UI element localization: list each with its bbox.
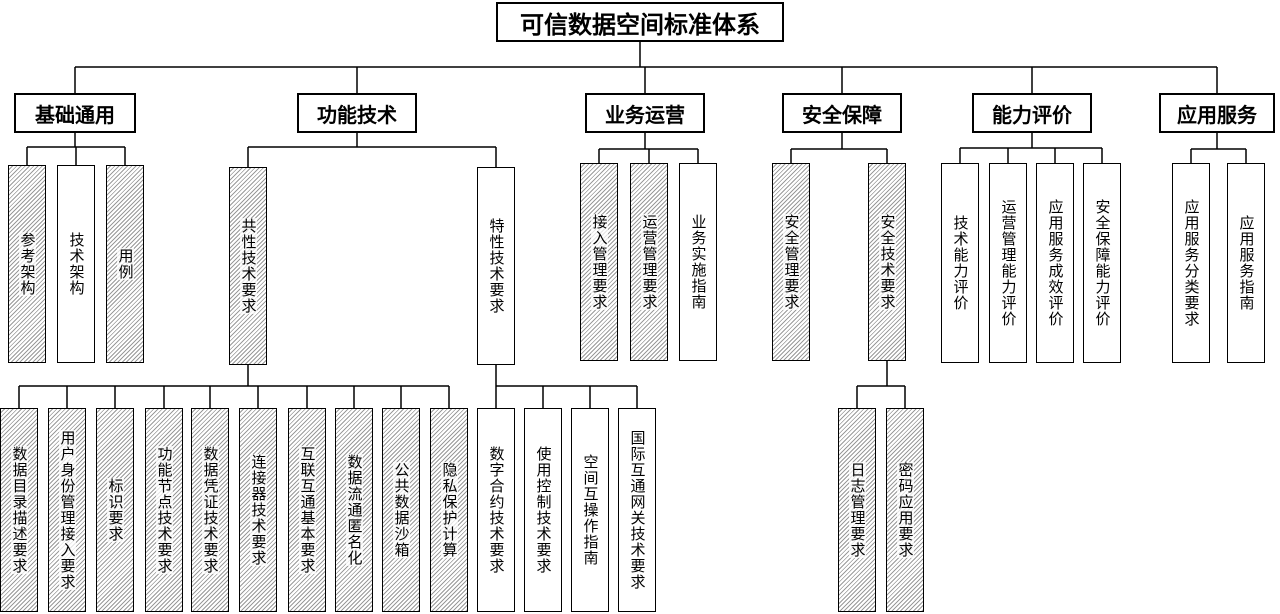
category-2: 业务运营 (585, 93, 705, 133)
standard-4-3-label: 安全保障能力评价 (1093, 199, 1112, 327)
standard-2-2-label: 业务实施指南 (689, 214, 708, 310)
standard-0-1: 技术架构 (57, 165, 95, 363)
category-4-label: 能力评价 (992, 102, 1072, 127)
standard-1-0-label: 共性技术要求 (239, 218, 258, 314)
standard-1-0-0-label: 数据目录描述要求 (10, 446, 29, 574)
standard-0-2-label: 用例 (116, 248, 135, 280)
standard-4-2-label: 应用服务成效评价 (1046, 199, 1065, 327)
standard-2-1: 运营管理要求 (630, 163, 668, 361)
standard-1-1-1: 使用控制技术要求 (524, 408, 562, 612)
standard-1-0-3-label: 功能节点技术要求 (155, 446, 174, 574)
category-4: 能力评价 (972, 93, 1092, 133)
standard-1-0-9: 隐私保护计算 (430, 408, 468, 612)
standard-1-1-1-label: 使用控制技术要求 (534, 446, 553, 574)
standard-1-0: 共性技术要求 (229, 167, 267, 365)
standard-3-1-1: 密码应用要求 (886, 408, 924, 612)
standard-5-1-label: 应用服务指南 (1237, 215, 1256, 311)
standard-1-0-6-label: 互联互通基本要求 (298, 446, 317, 574)
standard-1-0-5-label: 连接器技术要求 (249, 454, 268, 566)
standard-1-0-1: 用户身份管理接入要求 (48, 408, 86, 612)
standard-0-0-label: 参考架构 (18, 232, 37, 296)
category-0-label: 基础通用 (35, 102, 115, 127)
standard-1-0-2-label: 标识要求 (106, 478, 125, 542)
standard-0-1-label: 技术架构 (67, 232, 86, 296)
standard-1-0-4: 数据凭证技术要求 (191, 408, 229, 612)
standard-0-2: 用例 (106, 165, 144, 363)
category-1: 功能技术 (297, 93, 417, 133)
standard-2-0-label: 接入管理要求 (590, 214, 609, 310)
standard-1-1-3-label: 国际互通网关技术要求 (628, 430, 647, 590)
standard-1-1-2-label: 空间互操作指南 (581, 454, 600, 566)
category-5: 应用服务 (1159, 93, 1275, 133)
standard-4-0: 技术能力评价 (941, 163, 979, 363)
standard-3-1: 安全技术要求 (868, 163, 906, 361)
standard-3-0-label: 安全管理要求 (782, 214, 801, 310)
standard-1-0-2: 标识要求 (96, 408, 134, 612)
standard-1-1-2: 空间互操作指南 (571, 408, 609, 612)
standard-5-0-label: 应用服务分类要求 (1182, 199, 1201, 327)
standard-1-0-5: 连接器技术要求 (239, 408, 277, 612)
standard-4-3: 安全保障能力评价 (1083, 163, 1121, 363)
standard-1-1-0: 数字合约技术要求 (477, 408, 515, 612)
root-node: 可信数据空间标准体系 (496, 2, 784, 42)
standard-1-1-3: 国际互通网关技术要求 (618, 408, 656, 612)
standard-1-1-label: 特性技术要求 (487, 218, 506, 314)
standard-0-0: 参考架构 (8, 165, 46, 363)
standard-4-1-label: 运营管理能力评价 (999, 199, 1018, 327)
standard-3-0: 安全管理要求 (772, 163, 810, 361)
standard-2-0: 接入管理要求 (580, 163, 618, 361)
standard-1-0-6: 互联互通基本要求 (288, 408, 326, 612)
standard-1-0-0: 数据目录描述要求 (0, 408, 38, 612)
category-2-label: 业务运营 (605, 102, 685, 127)
standard-1-0-7: 数据流通匿名化 (335, 408, 373, 612)
standard-4-2: 应用服务成效评价 (1036, 163, 1074, 363)
category-3: 安全保障 (782, 93, 902, 133)
standard-5-1: 应用服务指南 (1227, 163, 1265, 363)
category-1-label: 功能技术 (317, 102, 397, 127)
standard-2-1-label: 运营管理要求 (640, 214, 659, 310)
standard-1-1: 特性技术要求 (477, 167, 515, 365)
category-3-label: 安全保障 (802, 102, 882, 127)
standard-2-2: 业务实施指南 (679, 163, 717, 361)
standard-3-1-1-label: 密码应用要求 (896, 462, 915, 558)
standard-4-1: 运营管理能力评价 (989, 163, 1027, 363)
standard-1-0-4-label: 数据凭证技术要求 (201, 446, 220, 574)
category-5-label: 应用服务 (1177, 102, 1257, 127)
standard-5-0: 应用服务分类要求 (1172, 163, 1210, 363)
root-node-label: 可信数据空间标准体系 (520, 10, 760, 39)
standard-4-0-label: 技术能力评价 (951, 215, 970, 311)
standard-3-1-0: 日志管理要求 (838, 408, 876, 612)
standard-3-1-label: 安全技术要求 (878, 214, 897, 310)
standard-3-1-0-label: 日志管理要求 (848, 462, 867, 558)
standard-1-0-1-label: 用户身份管理接入要求 (58, 430, 77, 590)
standard-1-0-9-label: 隐私保护计算 (440, 462, 459, 558)
category-0: 基础通用 (14, 93, 136, 133)
standard-1-1-0-label: 数字合约技术要求 (487, 446, 506, 574)
standard-1-0-8-label: 公共数据沙箱 (392, 462, 411, 558)
standard-1-0-8: 公共数据沙箱 (382, 408, 420, 612)
standard-1-0-3: 功能节点技术要求 (145, 408, 183, 612)
standard-1-0-7-label: 数据流通匿名化 (345, 454, 364, 566)
